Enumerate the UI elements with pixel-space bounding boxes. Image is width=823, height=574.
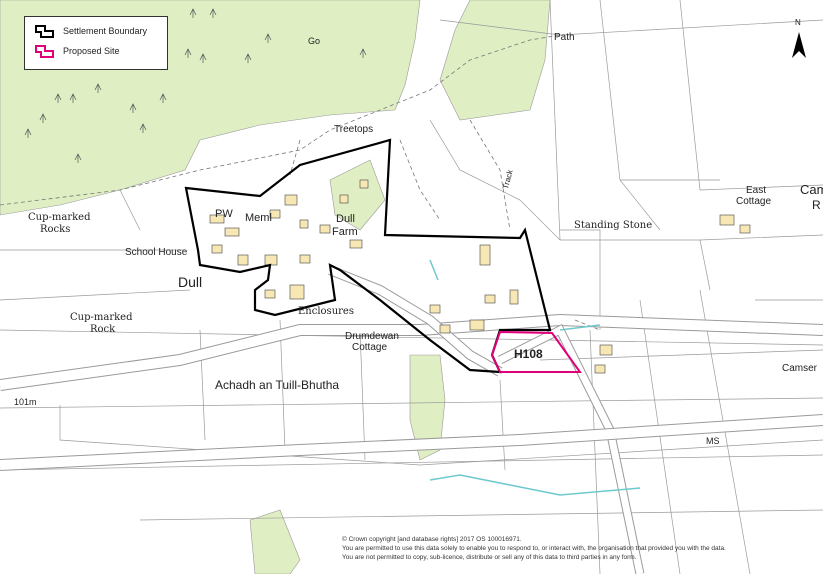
woodland-south-2: [249, 509, 301, 574]
legend-label-proposed: Proposed Site: [63, 46, 120, 56]
buildings: [209, 179, 751, 374]
woodland-north-east: [439, 0, 551, 121]
label-standing-stone: Standing Stone: [574, 220, 653, 231]
label-cup-marked-rock-1: Cup-marked: [70, 312, 133, 323]
label-path: Path: [554, 32, 575, 43]
label-cam-top: Cam: [800, 182, 823, 197]
label-go: Go: [308, 36, 321, 46]
label-dull-farm-1: Dull: [336, 213, 355, 225]
north-arrow: N: [788, 18, 810, 62]
label-enclosures: Enclosures: [298, 306, 354, 317]
label-camserney: Camser: [782, 363, 818, 374]
label-dull: Dull: [178, 274, 203, 290]
woodland-patch: [329, 159, 386, 231]
label-site-h108: H108: [514, 347, 543, 361]
copyright-notice: © Crown copyright [and database rights] …: [342, 535, 726, 562]
label-east-cottage-1: East: [746, 185, 767, 196]
map-legend: Settlement Boundary Proposed Site: [24, 16, 168, 70]
copyright-line-3: You are not permitted to copy, sub-licen…: [342, 554, 637, 561]
label-cup-marked-rocks-2: Rocks: [40, 224, 71, 235]
settlement-boundary: [184, 138, 552, 374]
proposed-site-icon: [35, 45, 54, 58]
copyright-line-1: © Crown copyright [and database rights] …: [342, 536, 522, 543]
legend-label-settlement: Settlement Boundary: [63, 26, 148, 36]
label-drumdewan-1: Drumdewan: [345, 331, 399, 342]
north-label: N: [795, 18, 801, 27]
north-arrow-icon: [792, 32, 806, 58]
label-east-cottage-2: Cottage: [736, 196, 772, 207]
proposed-site-h108: [490, 330, 582, 373]
label-school-house: School House: [125, 247, 188, 258]
label-treetops: Treetops: [334, 124, 374, 135]
settlement-boundary-icon: [35, 25, 54, 38]
label-meml: Meml: [245, 212, 272, 224]
tracks: [0, 34, 601, 331]
label-achadh: Achadh an Tuill-Bhutha: [215, 378, 340, 392]
label-pw: PW: [215, 208, 233, 220]
label-dull-farm-2: Farm: [332, 226, 358, 238]
roads: [0, 265, 823, 574]
label-cup-marked-rocks-1: Cup-marked: [28, 212, 91, 223]
copyright-line-2: You are permitted to use this data solel…: [342, 545, 726, 552]
woodland-south: [409, 354, 446, 461]
tree-symbols: [24, 8, 367, 163]
label-cup-marked-rock-2: Rock: [90, 324, 116, 335]
water-features: [429, 259, 641, 496]
label-drumdewan-2: Cottage: [352, 342, 388, 353]
label-cam-r: R: [812, 198, 821, 212]
label-ms: MS: [706, 436, 720, 446]
label-spot-height: 101m: [14, 397, 37, 407]
